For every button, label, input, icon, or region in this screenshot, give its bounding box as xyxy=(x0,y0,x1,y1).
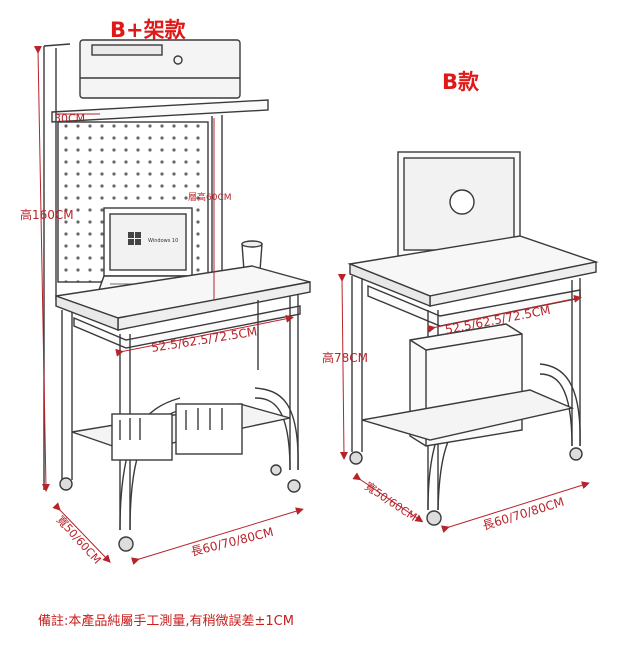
dim-total-height: 高160CM xyxy=(20,207,74,222)
measurement-note: 備註:本產品純屬手工測量,有稍微誤差±1CM xyxy=(38,614,294,629)
dim-left-depth: 寬50/60CM xyxy=(54,513,104,567)
laptop-screen-text: Windows 10 xyxy=(148,238,178,244)
dim-right-length: 長60/70/80CM xyxy=(481,495,566,533)
title-right: B款 xyxy=(442,70,480,94)
dim-right-depth: 寬50/60CM xyxy=(362,479,419,524)
title-left: B+架款 xyxy=(110,18,186,42)
right-dimension-lines xyxy=(337,273,590,534)
right-desk xyxy=(347,151,599,526)
dim-left-length: 長60/70/80CM xyxy=(189,525,275,559)
dim-right-height: 高78CM xyxy=(322,350,368,365)
top-shelf xyxy=(51,99,269,123)
storage-baskets xyxy=(111,403,243,461)
right-bottom-shelf xyxy=(361,389,575,441)
dim-shelf-depth: 30CM xyxy=(54,112,85,125)
printer xyxy=(79,39,241,99)
dim-layer-height: 層高60CM xyxy=(188,191,232,203)
left-desk: Windows 10 xyxy=(43,39,311,552)
left-dimension-lines xyxy=(33,45,304,565)
